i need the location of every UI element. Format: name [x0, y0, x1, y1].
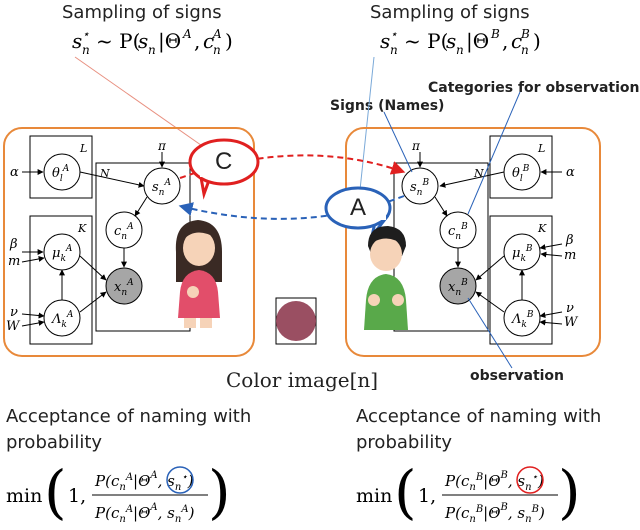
svg-text:P(cnB|ΘB, snB): P(cnB|ΘB, snB) — [444, 502, 545, 525]
svg-text:~ P(: ~ P( — [404, 29, 448, 53]
svg-text:K: K — [537, 222, 547, 235]
agent-b-labels: L K N π α β m ν W θlB μkB ΛkB snB cnB xn… — [410, 139, 579, 330]
svg-text:n: n — [148, 43, 156, 57]
svg-text:⋆: ⋆ — [82, 27, 90, 41]
svg-text:N: N — [473, 167, 484, 180]
girl-illustration — [175, 220, 222, 328]
agent-b-model — [393, 135, 563, 345]
svg-text:n: n — [521, 43, 529, 57]
bubble-a-text: A — [350, 194, 367, 221]
svg-text:B: B — [490, 27, 500, 41]
svg-text:n: n — [456, 43, 464, 57]
observation-label: observation — [470, 368, 565, 384]
svg-text:B: B — [520, 27, 530, 41]
svg-text:β: β — [565, 233, 574, 248]
svg-text:A: A — [212, 27, 222, 41]
acceptance-formula-right: min ( 1, P(cnB|ΘB, sn⋆) P(cnB|ΘB, snB) ) — [356, 458, 581, 526]
svg-text:n: n — [213, 43, 221, 57]
color-image-patch — [276, 301, 316, 341]
svg-text:min: min — [356, 485, 392, 507]
svg-text:,: , — [502, 29, 508, 53]
title-pointer-left — [74, 56, 209, 151]
bottom-right-line1: Acceptance of naming with — [356, 406, 602, 427]
speech-bubble-c — [188, 138, 260, 200]
acceptance-formula-left: min ( 1, P(cnA|ΘA, sn⋆) P(cnA|ΘA, snA) ) — [6, 458, 231, 526]
svg-text:1,: 1, — [68, 485, 86, 507]
svg-text:1,: 1, — [418, 485, 436, 507]
svg-text:K: K — [77, 222, 87, 235]
blue-message-arrow — [178, 195, 405, 220]
svg-text:s: s — [380, 29, 390, 53]
observation-pointer — [467, 297, 513, 369]
svg-text:m: m — [8, 254, 20, 269]
svg-text:s: s — [72, 29, 82, 53]
categories-label: Categories for observations — [428, 80, 640, 96]
svg-text:(: ( — [394, 458, 417, 526]
svg-text:π: π — [157, 139, 167, 153]
svg-text:|Θ: |Θ — [158, 29, 181, 54]
svg-text:π: π — [411, 139, 421, 153]
svg-text:L: L — [79, 142, 87, 155]
svg-text:~ P(: ~ P( — [96, 29, 140, 53]
categories-pointer — [467, 91, 521, 215]
bottom-left-line2: probability — [6, 432, 103, 453]
bottom-right-line2: probability — [356, 432, 453, 453]
svg-text:c: c — [203, 29, 214, 53]
svg-text:m: m — [564, 248, 576, 263]
color-image-label: Color image[n] — [226, 368, 379, 392]
svg-text:s: s — [446, 29, 456, 53]
svg-text:min: min — [6, 485, 42, 507]
agent-a-box — [3, 127, 255, 357]
svg-text:β: β — [9, 237, 18, 252]
boy-illustration — [364, 226, 408, 330]
svg-text:n: n — [82, 43, 90, 57]
svg-text:A: A — [182, 27, 192, 41]
svg-text:W: W — [6, 319, 21, 334]
signs-pointer — [383, 111, 413, 173]
svg-text:): ) — [208, 458, 231, 526]
svg-text:|Θ: |Θ — [466, 29, 489, 54]
title-pointer-right — [359, 56, 375, 191]
svg-text:(: ( — [44, 458, 67, 526]
svg-text:): ) — [533, 29, 541, 53]
svg-text:ν: ν — [10, 305, 18, 320]
top-left-title: Sampling of signs — [62, 2, 222, 23]
agent-b-box — [345, 127, 601, 357]
svg-text:α: α — [566, 165, 575, 180]
svg-text:,: , — [194, 29, 200, 53]
svg-text:P(cnA|ΘA, snA): P(cnA|ΘA, snA) — [94, 502, 195, 525]
svg-text:): ) — [225, 29, 233, 53]
svg-text:c: c — [511, 29, 522, 53]
svg-text:P(cnA|ΘA, sn⋆): P(cnA|ΘA, sn⋆) — [94, 470, 194, 493]
svg-text:N: N — [99, 167, 110, 180]
svg-text:n: n — [390, 43, 398, 57]
svg-text:): ) — [558, 458, 581, 526]
svg-text:L: L — [537, 142, 545, 155]
svg-text:W: W — [564, 315, 579, 330]
bubble-c-text: C — [215, 148, 233, 175]
svg-text:α: α — [10, 165, 19, 180]
bottom-left-line1: Acceptance of naming with — [6, 406, 252, 427]
signs-label: Signs (Names) — [330, 98, 445, 114]
svg-text:P(cnB|ΘB, sn⋆): P(cnB|ΘB, sn⋆) — [444, 470, 544, 493]
svg-text:⋆: ⋆ — [390, 27, 398, 41]
top-right-title: Sampling of signs — [370, 2, 530, 23]
svg-text:s: s — [138, 29, 148, 53]
svg-text:ν: ν — [566, 301, 574, 316]
